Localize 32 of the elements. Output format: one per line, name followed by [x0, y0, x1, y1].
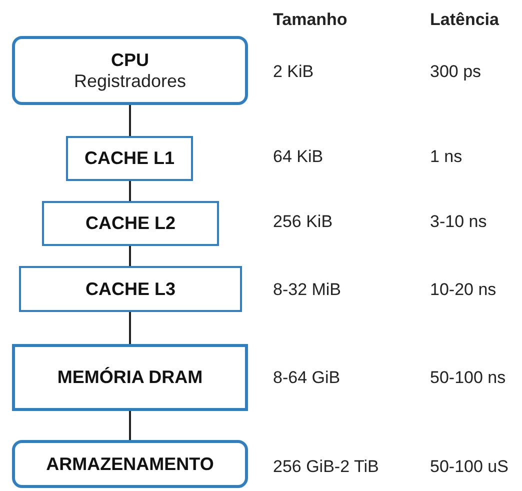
- level-title: CPU: [110, 50, 149, 70]
- connector-line: [129, 105, 131, 136]
- column-header: Tamanho: [273, 10, 348, 30]
- connector-line: [129, 411, 131, 440]
- latency-value: 1 ns: [430, 147, 462, 167]
- size-value: 256 KiB: [273, 212, 333, 232]
- connector-line: [129, 312, 131, 344]
- size-value: 64 KiB: [273, 147, 324, 167]
- size-value: 256 GiB-2 TiB: [273, 457, 379, 477]
- memory-level-box: [42, 201, 219, 246]
- level-title: CACHE L1: [84, 148, 174, 169]
- latency-value: 300 ps: [430, 62, 482, 82]
- level-subtitle: Registradores: [74, 70, 186, 92]
- level-title: CACHE L3: [85, 278, 176, 300]
- connector-line: [129, 246, 131, 266]
- latency-value: 3-10 ns: [430, 212, 487, 232]
- level-title: CACHE L2: [85, 213, 176, 234]
- size-value: 2 KiB: [273, 62, 314, 82]
- column-header: Latência: [430, 10, 499, 30]
- memory-level-box: [12, 440, 248, 488]
- latency-value: 10-20 ns: [430, 280, 496, 300]
- memory-level-box: [66, 136, 193, 181]
- size-value: 8-64 GiB: [273, 368, 340, 388]
- level-title: MEMÓRIA DRAM: [57, 367, 203, 388]
- level-title: ARMAZENAMENTO: [46, 454, 214, 474]
- latency-value: 50-100 uS: [430, 457, 508, 477]
- latency-value: 50-100 ns: [430, 368, 506, 388]
- memory-level-box: [12, 36, 248, 105]
- memory-level-box: [12, 344, 248, 411]
- size-value: 8-32 MiB: [273, 280, 342, 300]
- memory-level-box: [19, 266, 242, 312]
- connector-line: [129, 181, 131, 201]
